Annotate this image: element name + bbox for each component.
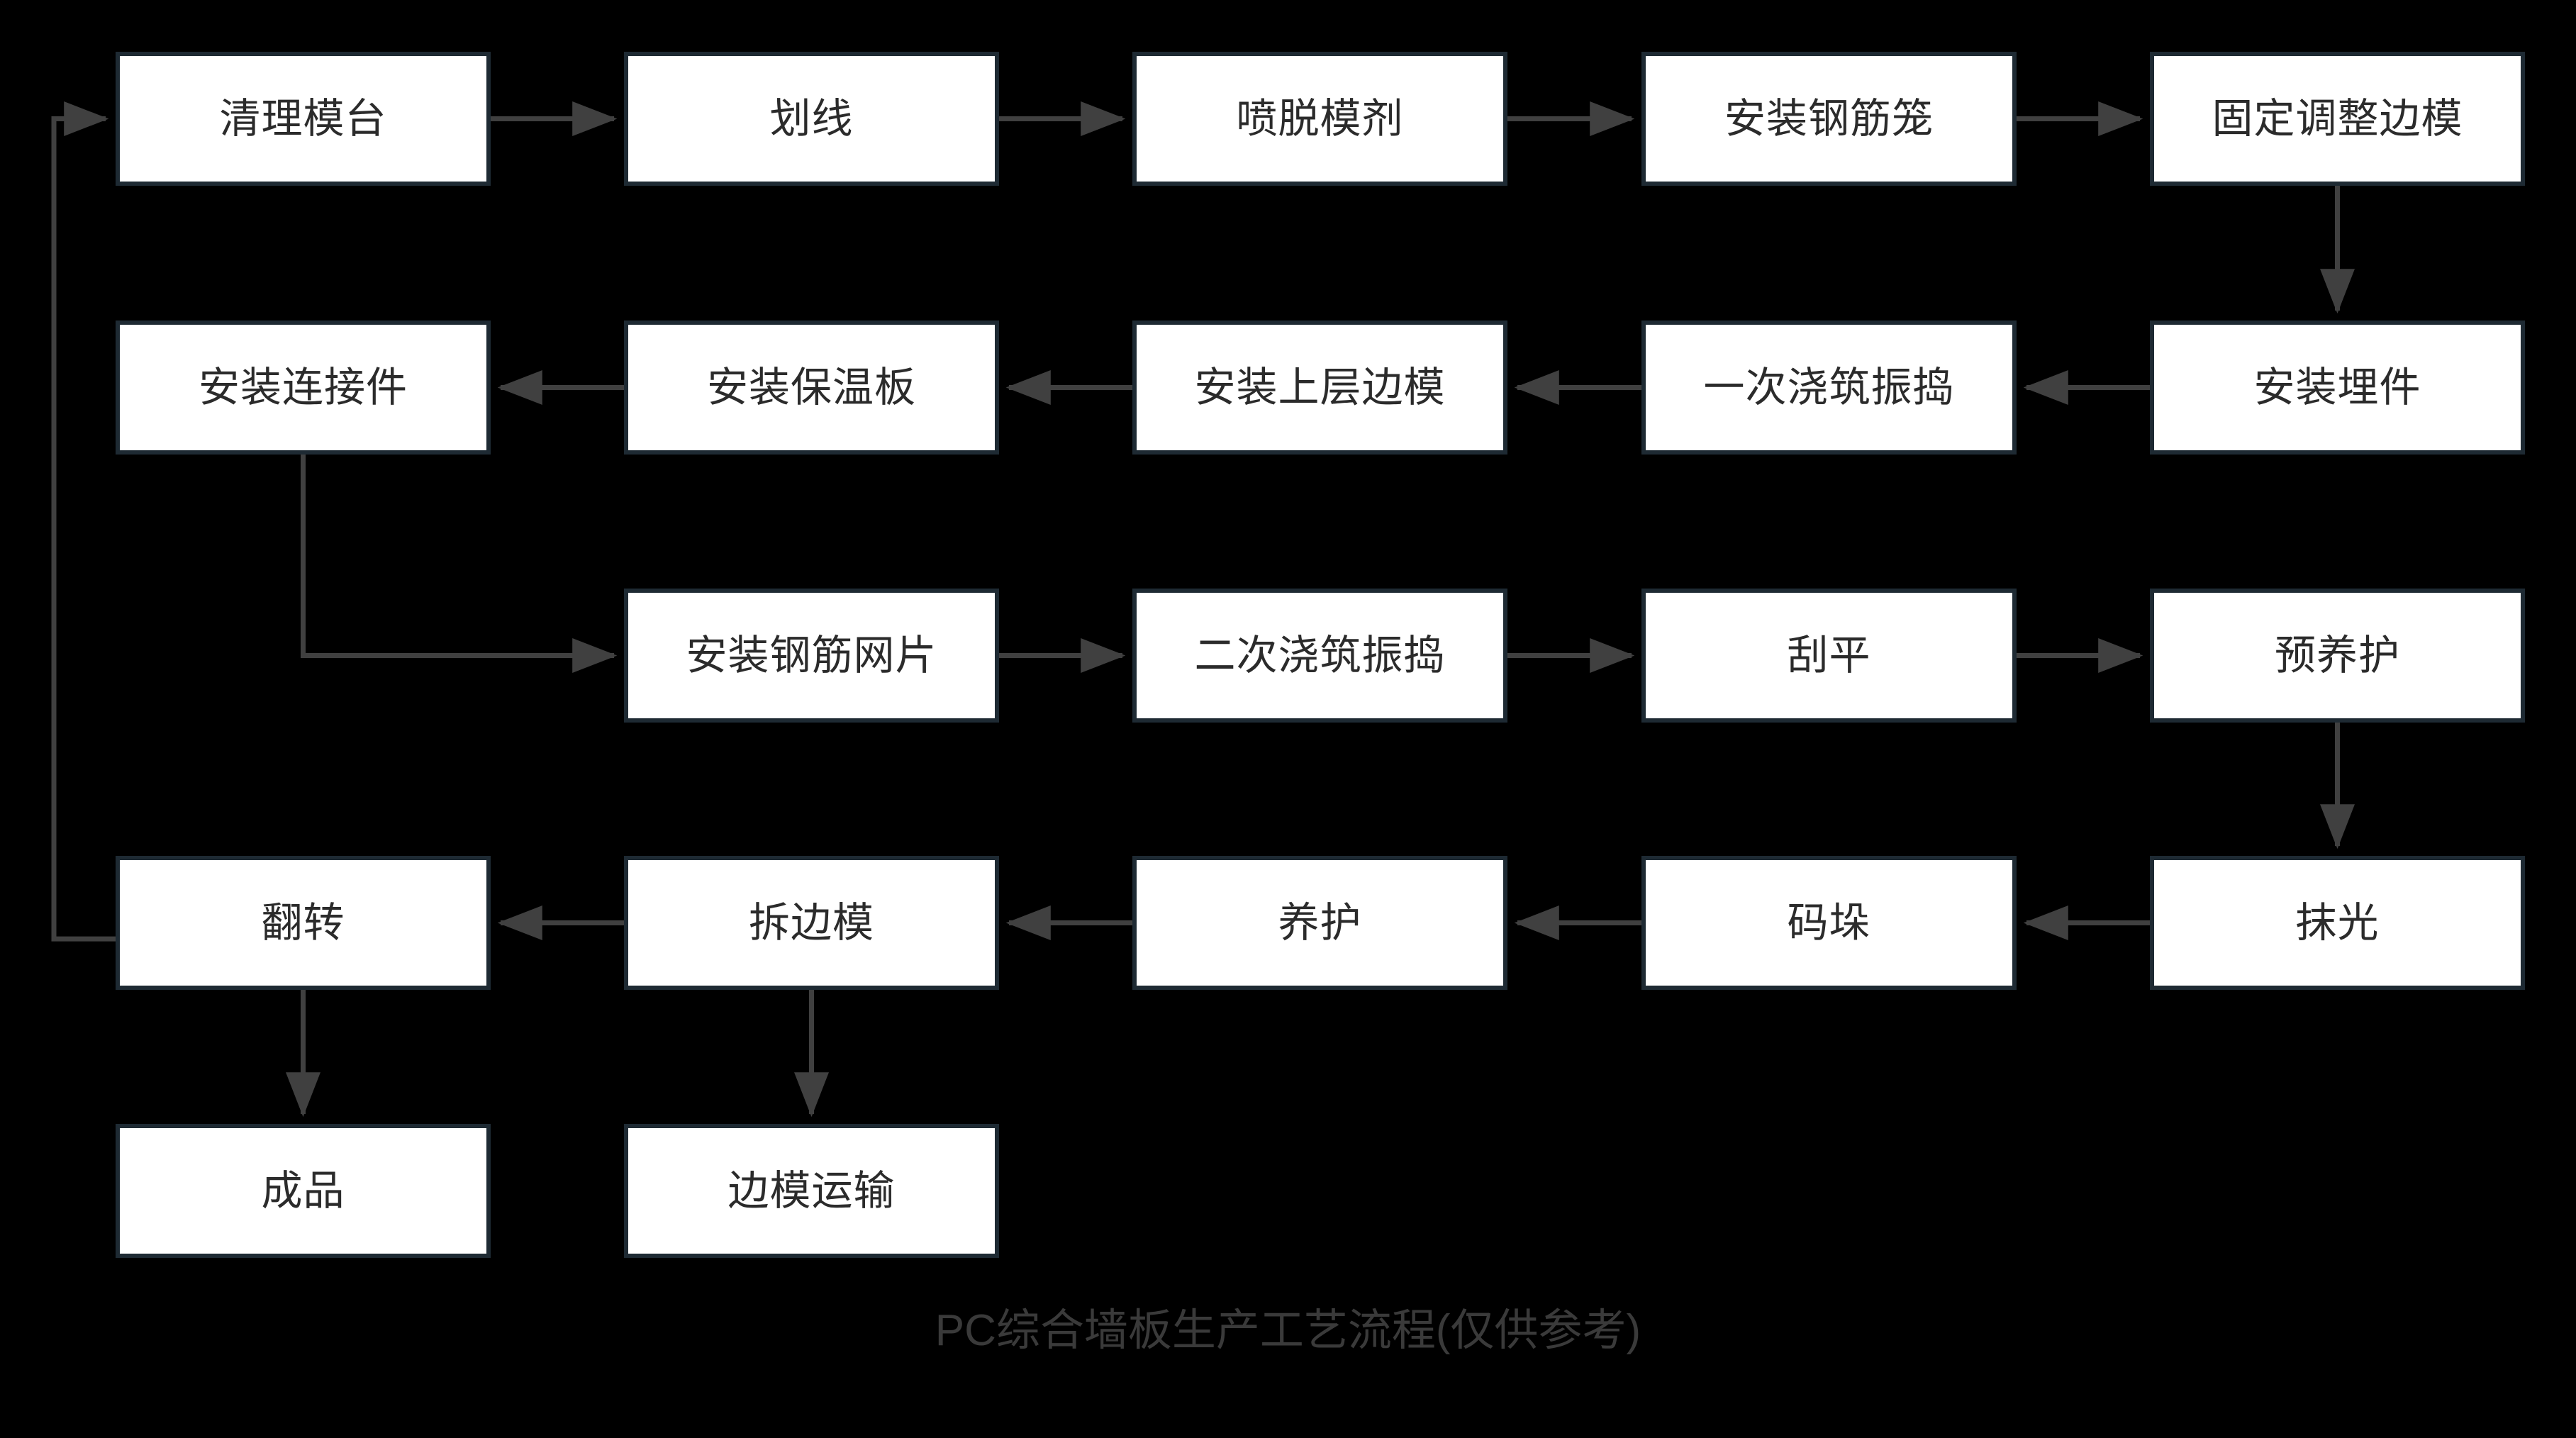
flow-node-n17[interactable]: 养护 xyxy=(1132,856,1507,990)
flow-node-label: 翻转 xyxy=(261,899,345,946)
flow-node-n13[interactable]: 刮平 xyxy=(1641,589,2017,723)
flow-node-n7[interactable]: 安装保温板 xyxy=(624,321,999,455)
flow-node-label: 边模运输 xyxy=(727,1167,896,1214)
page-title: PC综合墙板生产工艺流程(仅供参考) xyxy=(935,1306,1641,1355)
flow-node-n9[interactable]: 一次浇筑振捣 xyxy=(1641,321,2017,455)
flow-node-n10[interactable]: 安装埋件 xyxy=(2150,321,2525,455)
flow-node-label: 安装钢筋网片 xyxy=(686,632,937,679)
flow-node-n4[interactable]: 安装钢筋笼 xyxy=(1641,52,2017,186)
flow-node-n20[interactable]: 成品 xyxy=(116,1124,491,1258)
flow-node-n11[interactable]: 安装钢筋网片 xyxy=(624,589,999,723)
flow-node-n15[interactable]: 翻转 xyxy=(116,856,491,990)
flow-node-label: 刮平 xyxy=(1787,632,1871,679)
flow-node-label: 喷脱模剂 xyxy=(1236,95,1404,142)
flow-node-label: 安装埋件 xyxy=(2253,364,2421,411)
flow-node-label: 固定调整边模 xyxy=(2212,95,2463,142)
flow-node-n18[interactable]: 码垛 xyxy=(1641,856,2017,990)
flow-node-label: 二次浇筑振捣 xyxy=(1194,632,1446,679)
flow-node-label: 拆边模 xyxy=(748,899,874,946)
flow-node-label: 安装上层边模 xyxy=(1194,364,1446,411)
flow-node-label: 码垛 xyxy=(1787,899,1871,946)
flow-node-n21[interactable]: 边模运输 xyxy=(624,1124,999,1258)
flow-node-label: 安装保温板 xyxy=(706,364,916,411)
flow-node-label: 划线 xyxy=(769,95,854,142)
flow-node-label: 清理模台 xyxy=(219,95,387,142)
flow-node-n12[interactable]: 二次浇筑振捣 xyxy=(1132,589,1507,723)
edge-n6-to-n11 xyxy=(301,455,618,673)
flow-node-n5[interactable]: 固定调整边模 xyxy=(2150,52,2525,186)
flow-node-n1[interactable]: 清理模台 xyxy=(116,52,491,186)
flow-node-n14[interactable]: 预养护 xyxy=(2150,589,2525,723)
flow-node-n2[interactable]: 划线 xyxy=(624,52,999,186)
flow-node-label: 安装钢筋笼 xyxy=(1724,95,1934,142)
flow-node-label: 预养护 xyxy=(2274,632,2400,679)
flow-node-label: 成品 xyxy=(261,1167,345,1214)
flow-node-label: 抹光 xyxy=(2295,899,2380,946)
edge-n15-to-n1 xyxy=(51,101,116,942)
flow-node-n16[interactable]: 拆边模 xyxy=(624,856,999,990)
flow-node-n6[interactable]: 安装连接件 xyxy=(116,321,491,455)
flow-node-label: 安装连接件 xyxy=(198,364,408,411)
flow-node-n3[interactable]: 喷脱模剂 xyxy=(1132,52,1507,186)
flow-node-n8[interactable]: 安装上层边模 xyxy=(1132,321,1507,455)
flow-node-n19[interactable]: 抹光 xyxy=(2150,856,2525,990)
flow-node-label: 养护 xyxy=(1278,899,1362,946)
flow-node-label: 一次浇筑振捣 xyxy=(1703,364,1955,411)
